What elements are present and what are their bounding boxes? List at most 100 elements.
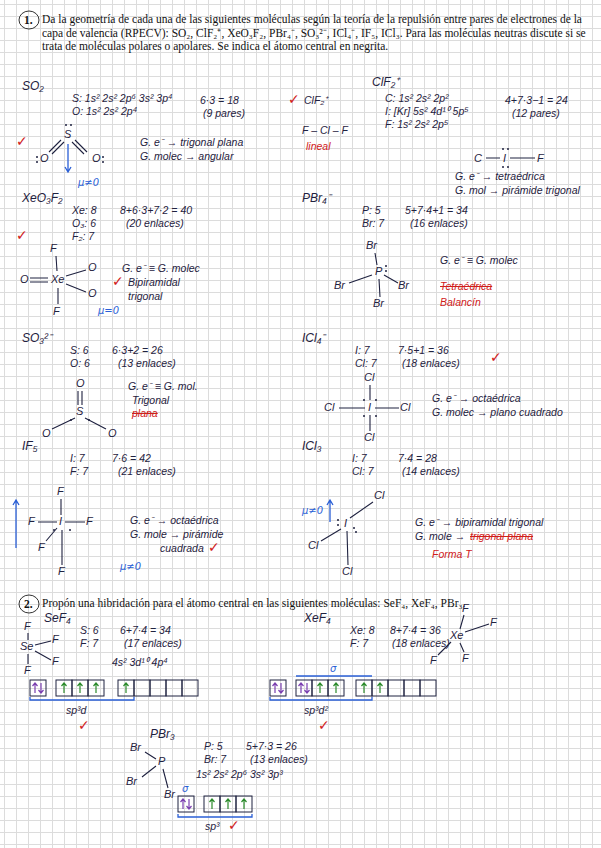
- molecule-heading: PBr₃: [150, 728, 175, 741]
- atom-symbol: S: [64, 128, 71, 141]
- atom-symbol: F: [52, 633, 59, 646]
- atom-symbol: F: [58, 565, 65, 578]
- molecule-heading: ClF₂⁺: [372, 76, 399, 89]
- handwritten-note: sp³: [205, 820, 220, 833]
- handwritten-note: G. e⁻ → trigonal plana: [140, 136, 243, 149]
- handwritten-note: Bipiramidal: [128, 276, 180, 289]
- check-mark: ✓: [16, 134, 28, 148]
- handwritten-note: 4+7·3−1 = 24: [505, 94, 568, 107]
- handwritten-note: (20 enlaces): [126, 217, 184, 230]
- atom-symbol: Cl: [364, 371, 374, 384]
- question-number: 2.: [24, 598, 33, 612]
- atom-symbol: O: [92, 152, 101, 165]
- handwritten-note: (9 pares): [203, 107, 245, 120]
- atom-symbol: O: [108, 427, 117, 440]
- atom-symbol: Br: [334, 279, 345, 292]
- correction-note: Balancín: [440, 296, 481, 309]
- atom-symbol: F: [462, 602, 469, 615]
- handwritten-note: 5+7·3 = 26: [246, 740, 297, 753]
- atom-symbol: I: [344, 517, 347, 530]
- atom-symbol: F: [57, 485, 64, 498]
- atom-symbol: Br: [373, 297, 384, 310]
- handwritten-note: 8+7·4 = 36: [390, 624, 441, 637]
- handwritten-note: P: 5: [204, 740, 223, 753]
- handwritten-note: O: 1s² 2s² 2p⁴: [72, 105, 137, 118]
- handwritten-note: C: 1s² 2s² 2p²: [385, 92, 449, 105]
- handwritten-note: G. molec → angular: [140, 150, 233, 163]
- dipole-note: σ: [330, 662, 336, 675]
- atom-symbol: F: [50, 242, 57, 255]
- handwritten-note: G. e⁻ → octaédrica: [130, 514, 219, 527]
- handwritten-note: Br: 7: [204, 753, 226, 766]
- atom-symbol: O: [76, 377, 85, 390]
- atom-symbol: Xe: [51, 273, 64, 286]
- handwritten-note: Br: 7: [362, 217, 384, 230]
- handwritten-note: 7·4 = 28: [398, 452, 437, 465]
- handwritten-note: 4s² 3d¹⁰ 4p⁴: [112, 656, 168, 669]
- handwritten-note: G. molec → plano cuadrado: [432, 406, 563, 419]
- handwritten-note: S: 1s² 2s² 2p⁶ 3s² 3p⁴: [72, 92, 173, 105]
- handwritten-note: I: [Kr] 5s² 4d¹⁰ 5p⁵: [385, 105, 469, 118]
- struck-correction: trigonal plana: [470, 530, 533, 543]
- atom-symbol: Cl: [342, 565, 352, 578]
- struck-correction: plana: [132, 407, 158, 420]
- check-mark: ✓: [208, 540, 220, 554]
- handwritten-note: Cl: 7: [352, 465, 374, 478]
- handwritten-note: (14 enlaces): [402, 465, 460, 478]
- handwritten-note: F – Cl – F: [302, 124, 348, 137]
- handwritten-note: cuadrada: [160, 542, 204, 555]
- handwritten-note: trigonal: [128, 290, 162, 303]
- check-mark: ✓: [78, 718, 90, 732]
- handwritten-note: (12 pares): [512, 107, 560, 120]
- atom-symbol: Xe: [450, 629, 463, 642]
- check-mark: ✓: [490, 350, 502, 364]
- handwritten-note: 1s² 2s² 2p⁶ 3s² 3p³: [196, 768, 283, 781]
- atom-symbol: Br: [164, 788, 175, 801]
- molecule-heading: ICl₃: [302, 440, 321, 453]
- molecule-heading: SeF₄: [44, 612, 71, 625]
- handwritten-note: I: 7: [352, 452, 367, 465]
- handwritten-note: O: 6: [70, 357, 90, 370]
- handwritten-note: G. e⁻ ≡ G. mol.: [128, 380, 198, 393]
- handwritten-note: 6·3+2 = 26: [112, 344, 163, 357]
- atom-symbol: F: [24, 620, 31, 633]
- handwritten-note: F: 7: [350, 637, 368, 650]
- atom-symbol: Br: [126, 775, 137, 788]
- atom-symbol: F: [462, 652, 469, 665]
- handwritten-note: G. mol → pirámide trigonal: [455, 184, 580, 197]
- atom-symbol: O: [40, 152, 49, 165]
- handwritten-note: I: 7: [355, 344, 370, 357]
- handwritten-note: F: 1s² 2s² 2p⁵: [385, 118, 448, 131]
- atom-symbol: Cl: [364, 431, 374, 444]
- check-mark: ✓: [288, 92, 300, 106]
- handwritten-note: P: 5: [362, 204, 381, 217]
- handwritten-note: G. mole →: [415, 530, 465, 543]
- question-text: Da la geometría de cada una de las sigui…: [42, 13, 588, 54]
- atom-symbol: I: [503, 152, 506, 165]
- correction-note: Forma T: [432, 548, 472, 561]
- handwritten-note: F: 7: [80, 637, 98, 650]
- handwritten-note: Xe: 8: [350, 624, 375, 637]
- atom-symbol: Cl: [308, 539, 318, 552]
- handwritten-note: ClF₂⁺: [304, 94, 328, 107]
- atom-symbol: Br: [130, 741, 141, 754]
- dipole-note: σ: [182, 782, 188, 795]
- question-number: 1.: [24, 14, 33, 28]
- handwritten-note: Cl: 7: [355, 357, 377, 370]
- handwritten-note: Xe: 8: [72, 204, 97, 217]
- handwritten-note: (17 enlaces): [124, 637, 182, 650]
- atom-symbol: Cl: [374, 489, 384, 502]
- atom-symbol: F: [38, 541, 45, 554]
- atom-symbol: P: [158, 755, 165, 768]
- atom-symbol: F: [430, 654, 437, 667]
- molecule-heading: IF₅: [22, 440, 38, 453]
- atom-symbol: C: [474, 152, 482, 165]
- handwritten-note: S: 6: [70, 344, 89, 357]
- atom-symbol: I: [368, 401, 371, 414]
- handwritten-note: I: 7: [70, 452, 85, 465]
- handwritten-note: sp³d: [66, 704, 86, 717]
- handwritten-note: 7·5+1 = 36: [398, 344, 449, 357]
- handwritten-note: sp³d²: [304, 704, 328, 717]
